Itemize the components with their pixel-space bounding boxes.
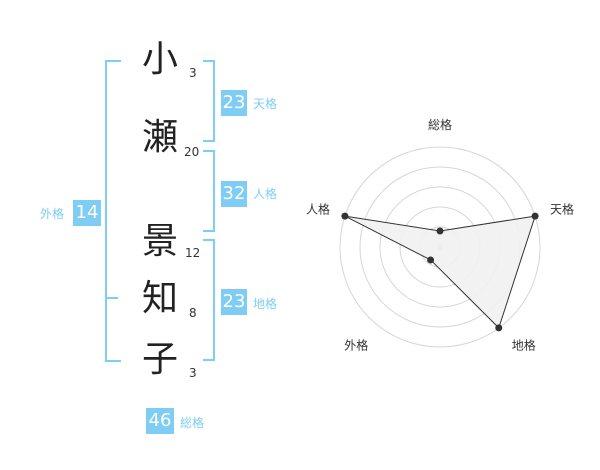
gaikaku-bracket-tick xyxy=(106,297,118,299)
jinkaku-badge: 32 xyxy=(221,181,247,207)
stroke-count-1: 3 xyxy=(189,66,197,80)
chikaku-bracket xyxy=(203,239,215,361)
name-char-2: 瀬 xyxy=(141,117,178,158)
stroke-count-3: 12 xyxy=(185,246,201,260)
radar-axis-label-2: 天格 xyxy=(550,201,574,216)
jinkaku-label: 人格 xyxy=(253,187,278,201)
name-char-5: 子 xyxy=(141,339,178,380)
radar-data-area xyxy=(344,215,536,329)
chikaku-label: 地格 xyxy=(253,297,278,311)
gaikaku-badge: 14 xyxy=(73,200,101,226)
tenkaku-badge: 23 xyxy=(221,90,247,116)
radar-point-4 xyxy=(427,256,435,264)
chikaku-badge: 23 xyxy=(221,289,247,315)
tenkaku-label: 天格 xyxy=(253,97,278,111)
radar-axis-label-1: 総格 xyxy=(428,117,452,132)
radar-axis-label-3: 地格 xyxy=(512,338,536,353)
stroke-count-4: 8 xyxy=(189,306,197,320)
name-char-1: 小 xyxy=(141,39,178,80)
name-char-4: 知 xyxy=(141,278,178,319)
name-char-3: 景 xyxy=(141,221,178,262)
jinkaku-bracket xyxy=(203,150,215,232)
gaikaku-bracket xyxy=(105,60,121,362)
radar-axis-label-4: 外格 xyxy=(344,338,368,353)
radar-grid-ring xyxy=(339,146,541,348)
radar-point-1 xyxy=(436,227,444,235)
radar-axis-label-5: 人格 xyxy=(306,201,330,216)
stroke-count-5: 3 xyxy=(189,366,197,380)
radar-point-5 xyxy=(341,212,349,220)
soukaku-label: 総格 xyxy=(180,416,205,430)
radar-point-3 xyxy=(495,324,503,332)
gaikaku-label: 外格 xyxy=(40,207,65,221)
stroke-count-2: 20 xyxy=(184,145,200,159)
soukaku-badge: 46 xyxy=(146,408,174,434)
radar-point-2 xyxy=(531,212,539,220)
tenkaku-bracket xyxy=(203,60,215,142)
